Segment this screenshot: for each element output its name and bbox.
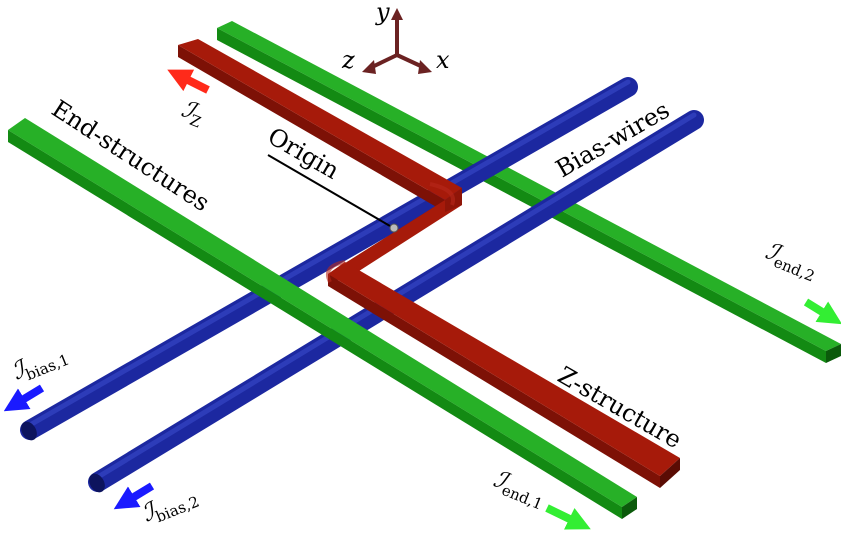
bias-wire-1-end bbox=[21, 421, 37, 441]
current-end-1-arrow bbox=[545, 504, 591, 530]
z-structure-middle-top bbox=[328, 188, 462, 280]
current-bias-1-label: ℐbias,1 bbox=[8, 338, 72, 388]
origin-dot bbox=[389, 223, 399, 233]
end-structure-2-top bbox=[217, 21, 841, 351]
z-structure bbox=[178, 39, 680, 488]
end-structure-1 bbox=[8, 118, 637, 519]
z-structure-front-arm-top bbox=[328, 262, 680, 476]
end-structure-2 bbox=[217, 21, 841, 363]
z-structure-back-arm-top bbox=[178, 39, 462, 200]
z-structure-bend-highlight-2 bbox=[325, 260, 346, 283]
current-end-2-arrow bbox=[803, 298, 841, 325]
axes-triad bbox=[362, 8, 432, 74]
origin-leader-line bbox=[267, 154, 391, 227]
z-structure-bend-highlight-1 bbox=[429, 182, 455, 206]
current-bias-2-arrow bbox=[113, 482, 155, 510]
end-structure-2-side bbox=[217, 28, 826, 363]
end-structure-2-end bbox=[826, 344, 841, 363]
end-structure-1-end bbox=[622, 497, 637, 519]
x-axis-head bbox=[418, 60, 432, 74]
current-z-label: ℐZ bbox=[177, 95, 209, 132]
current-end-2-label: ℐend,2 bbox=[761, 237, 822, 286]
bias-wire-2-end bbox=[89, 473, 105, 493]
current-end-1-label: ℐend,1 bbox=[489, 465, 550, 514]
y-axis-head bbox=[391, 8, 403, 20]
z-structure-front-arm-side bbox=[328, 274, 660, 488]
end-structure-1-top bbox=[8, 118, 637, 507]
current-bias-1-arrow bbox=[3, 384, 45, 412]
z-axis-head bbox=[362, 60, 376, 74]
current-z-arrow bbox=[167, 69, 210, 94]
x-axis-label: x bbox=[436, 46, 450, 74]
end-structure-1-side bbox=[8, 130, 622, 519]
z-axis-label: z bbox=[341, 46, 355, 74]
y-axis-label: y bbox=[375, 0, 390, 26]
bias-wire-1 bbox=[20, 77, 638, 441]
z-structure-back-arm-side bbox=[178, 45, 445, 212]
z-structure-front-end bbox=[660, 458, 680, 488]
